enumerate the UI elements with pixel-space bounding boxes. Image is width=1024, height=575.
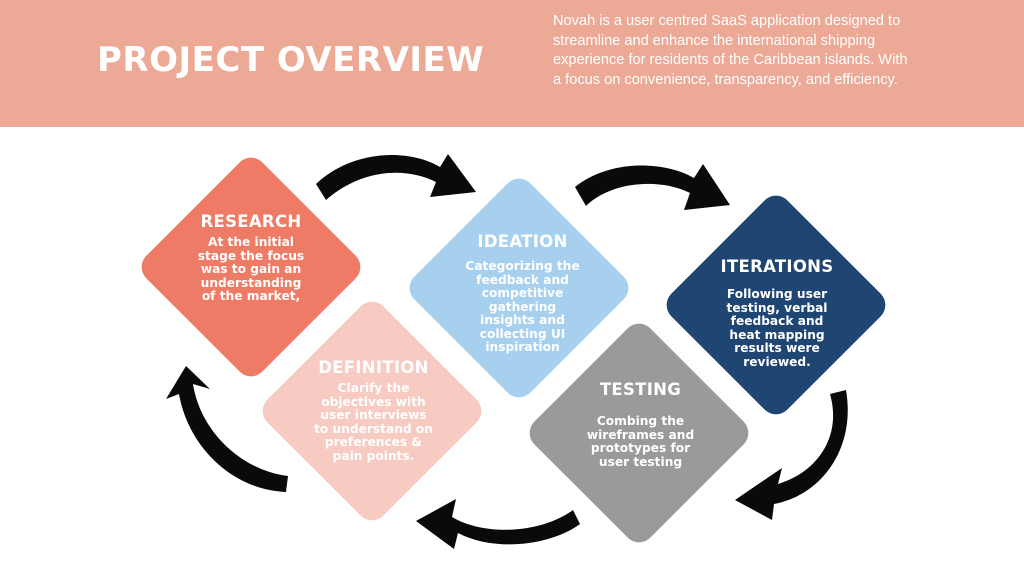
iterations-stage: ITERATIONS Following user testing, verba… (702, 257, 852, 369)
research-stage: RESEARCH At the initial stage the focus … (181, 212, 321, 304)
iterations-description: Following user testing, verbal feedback … (726, 287, 828, 369)
arrow-definition-to-research (166, 366, 288, 492)
project-description: Novah is a user centred SaaS application… (553, 13, 908, 88)
testing-title: TESTING (599, 380, 682, 399)
definition-stage: DEFINITION Clarify the objectives with u… (301, 358, 446, 463)
ideation-title: IDEATION (477, 232, 568, 251)
research-description: At the initial stage the focus was to ga… (197, 235, 305, 303)
definition-title: DEFINITION (318, 358, 429, 377)
arrow-research-to-ideation (316, 154, 476, 200)
definition-description: Clarify the objectives with user intervi… (314, 381, 433, 463)
arrow-iterations-to-testing (735, 390, 848, 520)
ideation-description: Categorizing the feedback and competitiv… (465, 259, 580, 354)
testing-description: Combing the wireframes and prototypes fo… (586, 414, 695, 469)
page-title: PROJECT OVERVIEW (97, 40, 485, 80)
arrow-ideation-to-iterations (575, 164, 730, 210)
iterations-title: ITERATIONS (720, 257, 834, 276)
ideation-stage: IDEATION Categorizing the feedback and c… (450, 232, 595, 355)
arrow-testing-to-definition (416, 499, 580, 549)
header-banner: PROJECT OVERVIEW Novah is a user centred… (0, 0, 1024, 127)
research-title: RESEARCH (200, 212, 302, 231)
testing-stage: TESTING Combing the wireframes and proto… (568, 380, 713, 469)
